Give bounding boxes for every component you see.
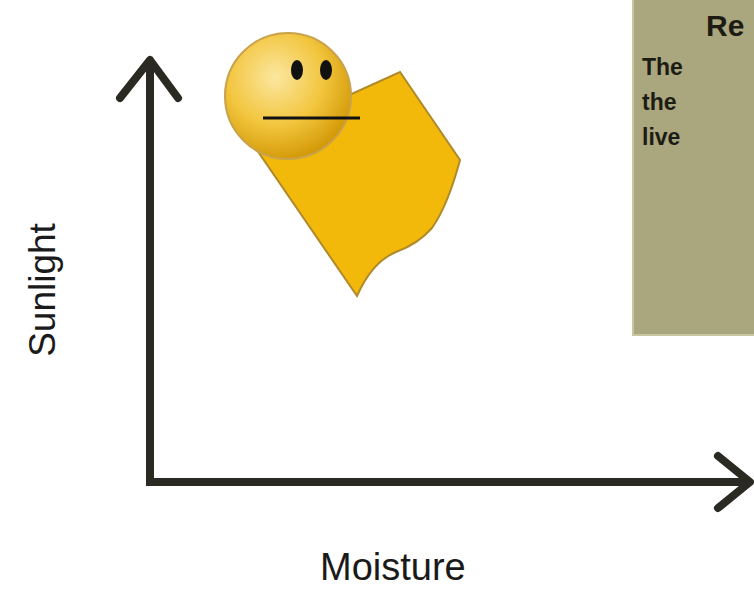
- smiley-face: [225, 33, 351, 159]
- y-axis: [146, 62, 154, 482]
- eye: [320, 60, 332, 80]
- note-box: ReThe the live: [632, 0, 754, 336]
- note-body: The the live: [634, 44, 702, 155]
- note-heading: Re: [634, 0, 754, 44]
- eye: [291, 60, 303, 80]
- x-axis-arrowhead: [718, 456, 750, 508]
- mouth: [263, 117, 360, 120]
- axis-label: Moisture: [320, 546, 466, 589]
- axis-label: Sunlight: [22, 223, 64, 357]
- x-axis: [146, 478, 748, 486]
- y-axis-arrowhead: [120, 60, 178, 98]
